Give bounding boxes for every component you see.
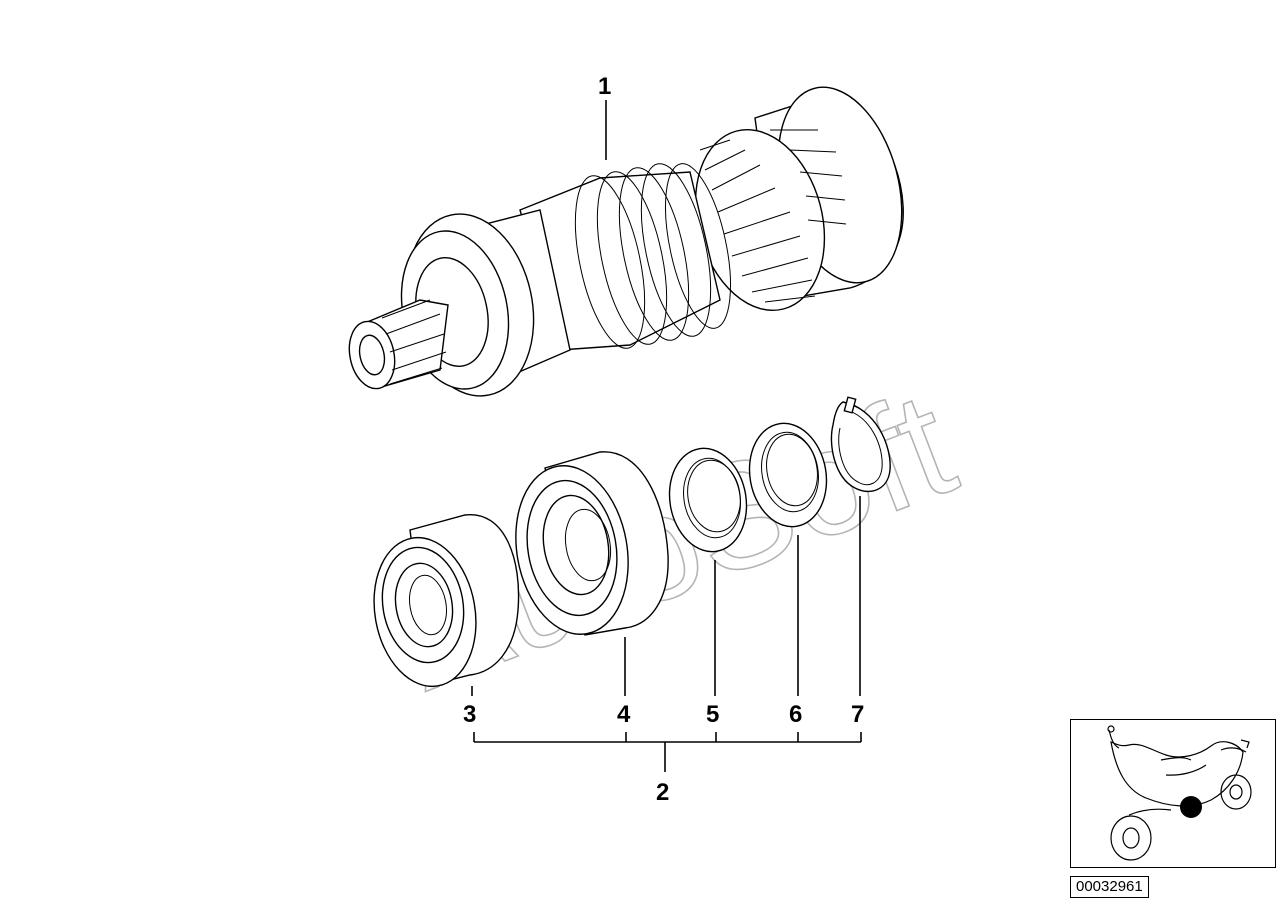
- roller-bearing-3[interactable]: [363, 514, 520, 695]
- callout-6[interactable]: 6: [789, 701, 802, 728]
- callout-3[interactable]: 3: [463, 701, 476, 728]
- callout-4[interactable]: 4: [617, 701, 631, 728]
- circlip-7[interactable]: [830, 396, 891, 493]
- callout-2[interactable]: 2: [656, 779, 669, 806]
- callout-7[interactable]: 7: [851, 701, 864, 728]
- callout-1[interactable]: 1: [598, 73, 611, 100]
- leader-lines: [471, 100, 862, 772]
- shim-ring-6[interactable]: [742, 417, 835, 533]
- motorcycle-silhouette-icon: [1107, 725, 1252, 861]
- location-marker-icon: [1180, 796, 1202, 818]
- spacer-ring-5[interactable]: [662, 442, 755, 558]
- callout-5[interactable]: 5: [706, 701, 719, 728]
- roller-bearing-4[interactable]: [503, 451, 669, 643]
- diagram-code-label: 00032961: [1070, 876, 1149, 898]
- output-shaft-assembly[interactable]: [343, 73, 921, 407]
- motorcycle-location-thumbnail: [1070, 719, 1276, 868]
